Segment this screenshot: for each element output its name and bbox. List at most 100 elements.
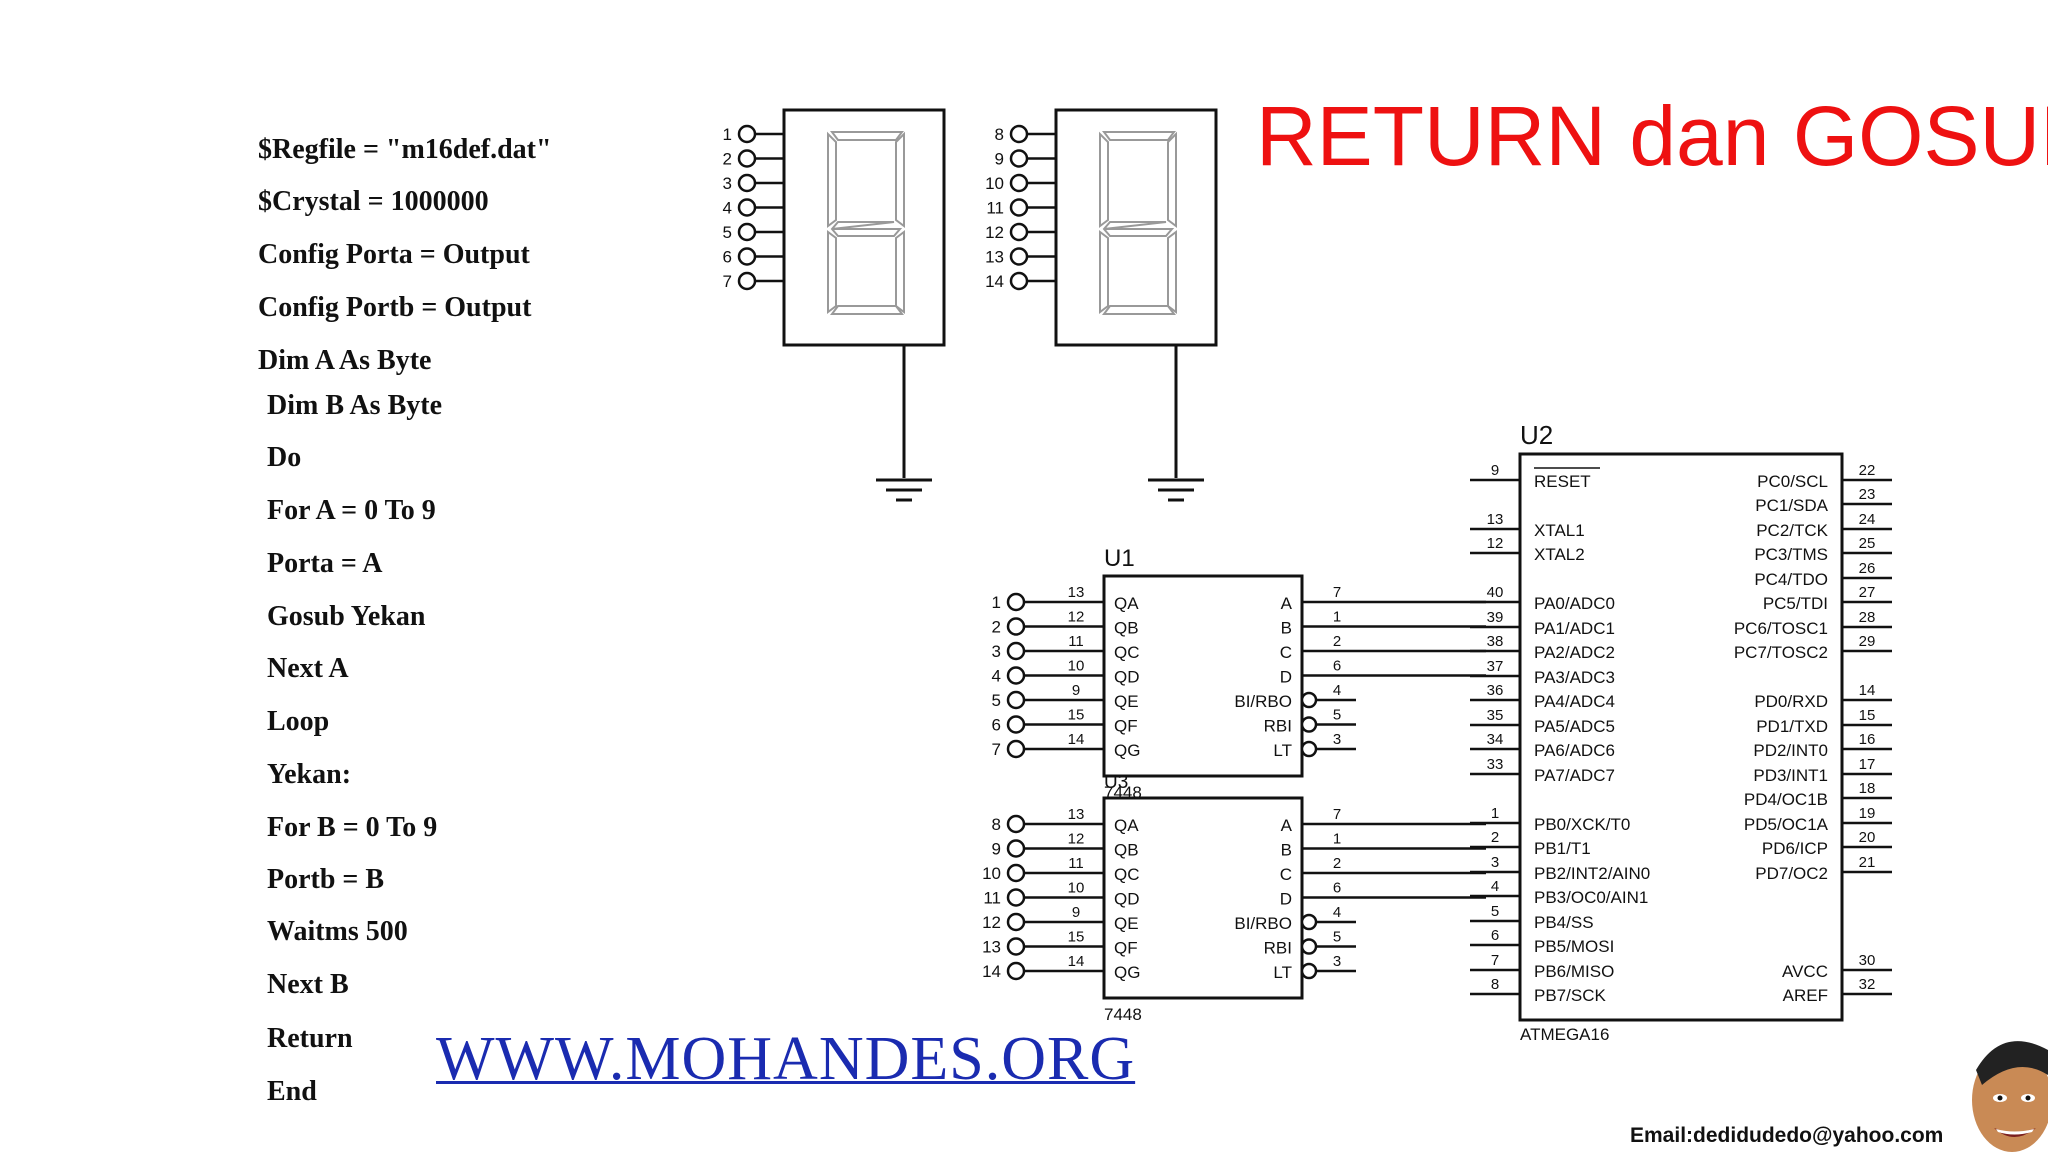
pin-label: PA6/ADC6 (1534, 741, 1615, 760)
segment (1099, 230, 1109, 314)
segment (827, 131, 837, 228)
code-line: $Regfile = "m16def.dat" (258, 134, 552, 165)
pin-label: PA1/ADC1 (1534, 619, 1615, 638)
pin-connector (1300, 962, 1318, 980)
chip-part: 7448 (1104, 1005, 1142, 1024)
pin-label: QA (1114, 816, 1139, 835)
pin-number: 1 (1333, 609, 1341, 626)
pin-number: 5 (1333, 929, 1341, 946)
pin-label: RBI (1264, 939, 1292, 958)
code-line: Do (267, 442, 302, 473)
pin-label: 9 (995, 150, 1004, 169)
pin-number: 18 (1859, 780, 1876, 797)
pin-number: 6 (1333, 658, 1341, 675)
pin-number: 27 (1859, 584, 1876, 601)
pin-label: LT (1273, 741, 1292, 760)
pin-connector (1006, 888, 1026, 907)
pin-number: 1 (1491, 805, 1499, 822)
pin-label: 5 (992, 691, 1001, 710)
pin-label: PD7/OC2 (1755, 864, 1828, 883)
pin-label: QG (1114, 741, 1140, 760)
pin-number: 12 (1068, 609, 1085, 626)
pin-number: 4 (1491, 878, 1499, 895)
pin-label: PD3/INT1 (1753, 766, 1828, 785)
pin-label: QC (1114, 865, 1140, 884)
code-line: Yekan: (267, 759, 352, 790)
pin-connector (1006, 912, 1026, 932)
pin-number: 3 (1491, 854, 1499, 871)
pin-connector (737, 247, 757, 266)
pin-number: 17 (1859, 756, 1876, 773)
seven-segment-display-1 (782, 108, 946, 347)
segment (1102, 221, 1175, 237)
pin-label: 7 (992, 740, 1001, 759)
pin-number: 6 (1333, 880, 1341, 897)
code-line: Loop (267, 706, 330, 737)
pin-label: PC1/SDA (1755, 496, 1828, 515)
pin-number: 12 (1068, 831, 1085, 848)
segment (1102, 131, 1176, 141)
pin-number: 13 (1068, 584, 1085, 601)
slide-title: RETURN dan GOSUB (1256, 89, 2048, 183)
segment (1167, 131, 1177, 228)
pin-label: 2 (723, 150, 732, 169)
pin-number: 13 (1068, 806, 1085, 823)
segment (895, 230, 905, 314)
pin-label: PD0/RXD (1754, 692, 1828, 711)
pin-label: 3 (723, 174, 732, 193)
pin-label: PC0/SCL (1757, 472, 1828, 491)
presenter-avatar (1962, 1030, 2048, 1152)
pin-number: 7 (1333, 584, 1341, 601)
pin-label: D (1280, 668, 1292, 687)
pin-number: 5 (1491, 903, 1499, 920)
pin-connector (1300, 938, 1318, 955)
pin-label: AVCC (1782, 962, 1828, 981)
code-line: Next B (267, 969, 349, 1000)
pin-label: QF (1114, 939, 1138, 958)
pin-label: PC4/TDO (1754, 570, 1828, 589)
pin-connector (1006, 617, 1026, 636)
pin-label: XTAL2 (1534, 545, 1585, 564)
pin-label: D (1280, 890, 1292, 909)
pin-number: 37 (1487, 658, 1504, 675)
pin-label: PC7/TOSC2 (1734, 643, 1828, 662)
pin-number: 21 (1859, 854, 1876, 871)
pin-number: 14 (1068, 953, 1085, 970)
pin-connector (1300, 913, 1318, 931)
seven-segment-display-2-segments (1099, 131, 1177, 315)
pin-label: PA7/ADC7 (1534, 766, 1615, 785)
code-line: Return (267, 1023, 353, 1054)
pin-number: 23 (1859, 486, 1876, 503)
pin-connector (737, 124, 757, 144)
pin-label: LT (1273, 963, 1292, 982)
pin-number: 1 (1333, 831, 1341, 848)
pin-label: B (1281, 619, 1292, 638)
pin-connector (1009, 271, 1029, 291)
pin-connector (1006, 839, 1026, 858)
pin-label: PD5/OC1A (1744, 815, 1829, 834)
segment (1099, 131, 1109, 228)
pin-number: 36 (1487, 682, 1504, 699)
pin-connector (737, 173, 757, 193)
pin-connector (737, 149, 757, 168)
pin-label: A (1281, 594, 1293, 613)
pin-label: PB4/SS (1534, 913, 1594, 932)
pin-connector (1006, 592, 1026, 612)
pin-connector (1300, 691, 1318, 709)
pin-number: 10 (1068, 880, 1085, 897)
microcontroller-u2 (1518, 452, 1844, 1022)
pin-number: 15 (1068, 929, 1085, 946)
pin-number: 34 (1487, 731, 1504, 748)
pin-label: PB3/OC0/AIN1 (1534, 888, 1648, 907)
code-line: Porta = A (267, 548, 383, 579)
pin-number: 15 (1068, 707, 1085, 724)
pin-connector (1009, 198, 1029, 217)
pin-label: BI/RBO (1234, 692, 1292, 711)
pin-connector (1300, 740, 1318, 758)
pin-number: 12 (1487, 535, 1504, 552)
pin-label: PA0/ADC0 (1534, 594, 1615, 613)
pin-label: QB (1114, 619, 1139, 638)
pin-connector (1006, 863, 1026, 883)
pin-number: 4 (1333, 904, 1341, 921)
pin-number: 4 (1333, 682, 1341, 699)
